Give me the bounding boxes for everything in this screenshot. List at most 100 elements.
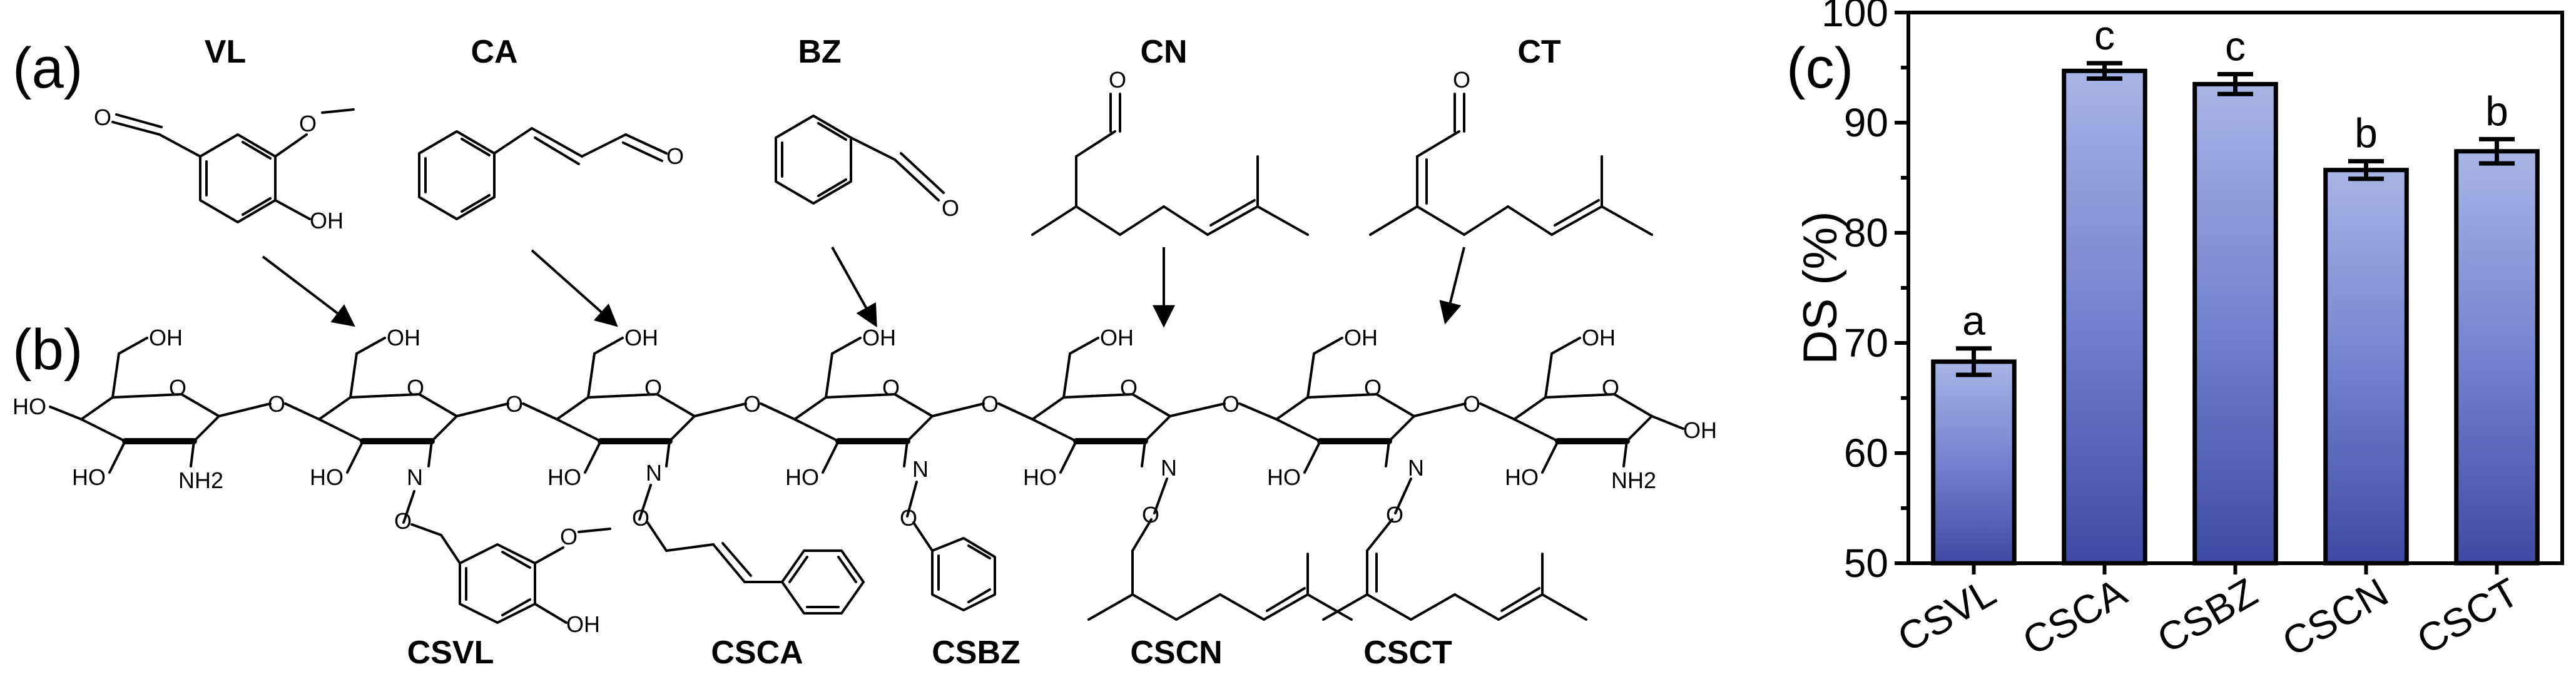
ch2oh-label: OH bbox=[1344, 325, 1378, 350]
x-tick-label: CSCT bbox=[2410, 569, 2527, 663]
glycosidic-oxygen: O bbox=[268, 391, 285, 417]
c3-hydroxyl: HO bbox=[1505, 464, 1539, 490]
c3-bond bbox=[1541, 440, 1559, 474]
x-tick-label: CSCA bbox=[2015, 569, 2134, 664]
glycosidic-oxygen: O bbox=[743, 391, 761, 417]
sugar-ring bbox=[1513, 393, 1653, 442]
csvl-hydroxyl: OH bbox=[566, 611, 600, 637]
c2-bond bbox=[1141, 440, 1146, 467]
derivative-label-csca: CSCA bbox=[711, 635, 803, 671]
csvl-n: N bbox=[407, 464, 423, 490]
glycosidic-bond bbox=[693, 402, 747, 417]
cscn-n: N bbox=[1161, 455, 1177, 481]
c3-hydroxyl: HO bbox=[72, 464, 106, 490]
ch2-bond bbox=[1550, 337, 1581, 355]
glycosidic-bond bbox=[522, 402, 558, 421]
ch2oh-label: OH bbox=[387, 325, 420, 350]
vl-hydroxyl: OH bbox=[310, 208, 344, 233]
sugar-ring bbox=[80, 393, 220, 442]
aldehyde-label-ca: CA bbox=[471, 34, 517, 70]
benzaldehyde-structure: O bbox=[775, 115, 959, 221]
ring-oxygen: O bbox=[407, 375, 424, 401]
cn-aldehyde-oxygen: O bbox=[1109, 67, 1126, 93]
c4-hydroxyl: HO bbox=[13, 394, 46, 419]
c2-bond bbox=[1385, 440, 1390, 467]
csbz-n: N bbox=[912, 456, 929, 482]
csct-n: N bbox=[1408, 455, 1424, 481]
aldehyde-label-vl: VL bbox=[205, 34, 246, 70]
c3-hydroxyl: HO bbox=[785, 464, 819, 490]
csca-n: N bbox=[646, 460, 662, 486]
ch2-bond bbox=[1313, 337, 1343, 355]
sugar-ring bbox=[556, 393, 696, 442]
ch2oh-label: OH bbox=[862, 325, 896, 350]
c1-hydroxyl: OH bbox=[1683, 417, 1717, 443]
ch2-bond bbox=[355, 337, 386, 355]
bar bbox=[1931, 359, 2017, 566]
glycosidic-bond bbox=[1238, 402, 1278, 421]
side-chains: O OH bbox=[402, 477, 1587, 637]
c3-hydroxyl: HO bbox=[547, 464, 581, 490]
ch2-bond bbox=[825, 352, 833, 399]
ch2oh-label: OH bbox=[1582, 325, 1616, 350]
x-tick-label: CSVL bbox=[1890, 569, 2003, 661]
arrow-bz bbox=[831, 247, 877, 328]
c3-hydroxyl: HO bbox=[1023, 464, 1057, 490]
ch2-bond bbox=[349, 352, 358, 399]
bar bbox=[2454, 149, 2540, 566]
c3-bond bbox=[346, 440, 364, 474]
ca-aldehyde-oxygen: O bbox=[666, 143, 684, 169]
y-axis-title: DS (%) bbox=[1794, 212, 1847, 365]
bar bbox=[2192, 81, 2278, 566]
arrow-ca bbox=[531, 249, 618, 327]
y-tick-label: 50 bbox=[1844, 541, 1888, 586]
csca-o: O bbox=[632, 505, 649, 531]
glycosidic-bond bbox=[456, 402, 509, 417]
ct-aldehyde-oxygen: O bbox=[1453, 67, 1470, 93]
ch2-bond bbox=[111, 352, 120, 399]
glycosidic-oxygen: O bbox=[1222, 391, 1240, 417]
c1-bond bbox=[1651, 415, 1684, 430]
derivative-label-cscn: CSCN bbox=[1130, 635, 1222, 671]
derivative-label-csct: CSCT bbox=[1363, 635, 1452, 671]
significance-label: b bbox=[2355, 110, 2378, 156]
ch2-bond bbox=[587, 352, 596, 399]
sugar-ring bbox=[1275, 393, 1415, 442]
ch2-bond bbox=[1062, 352, 1071, 399]
arrow-ct bbox=[1439, 247, 1465, 325]
csct-o: O bbox=[1386, 502, 1403, 528]
ch2oh-label: OH bbox=[149, 325, 183, 350]
panel-letter-b: (b) bbox=[13, 318, 83, 382]
ring-oxygen: O bbox=[1364, 375, 1382, 401]
ring-oxygen: O bbox=[1602, 375, 1619, 401]
c3-hydroxyl: HO bbox=[310, 464, 344, 490]
glycosidic-bond bbox=[1169, 402, 1226, 417]
y-tick-label: 80 bbox=[1844, 210, 1888, 255]
cscn-o: O bbox=[1142, 502, 1159, 528]
ch2-bond bbox=[1306, 352, 1315, 399]
c3-bond bbox=[1303, 440, 1321, 474]
derivative-label-csbz: CSBZ bbox=[932, 635, 1021, 671]
glycosidic-bond bbox=[931, 402, 985, 417]
glycosidic-bond bbox=[760, 402, 796, 421]
ring-oxygen: O bbox=[882, 375, 900, 401]
sugar-ring bbox=[1031, 393, 1171, 442]
glucosamine-unit: O OH HO NH2 OH bbox=[1505, 325, 1717, 493]
c2-bond bbox=[1622, 440, 1628, 467]
c2-bond bbox=[427, 440, 433, 467]
glycosidic-oxygen: O bbox=[1463, 391, 1480, 417]
c2-bond bbox=[665, 440, 671, 467]
c2-bond bbox=[190, 440, 195, 467]
amine-label: NH2 bbox=[1611, 467, 1656, 493]
y-tick-label: 70 bbox=[1844, 320, 1888, 365]
sugar-ring bbox=[793, 393, 934, 442]
c3-bond bbox=[822, 440, 840, 474]
